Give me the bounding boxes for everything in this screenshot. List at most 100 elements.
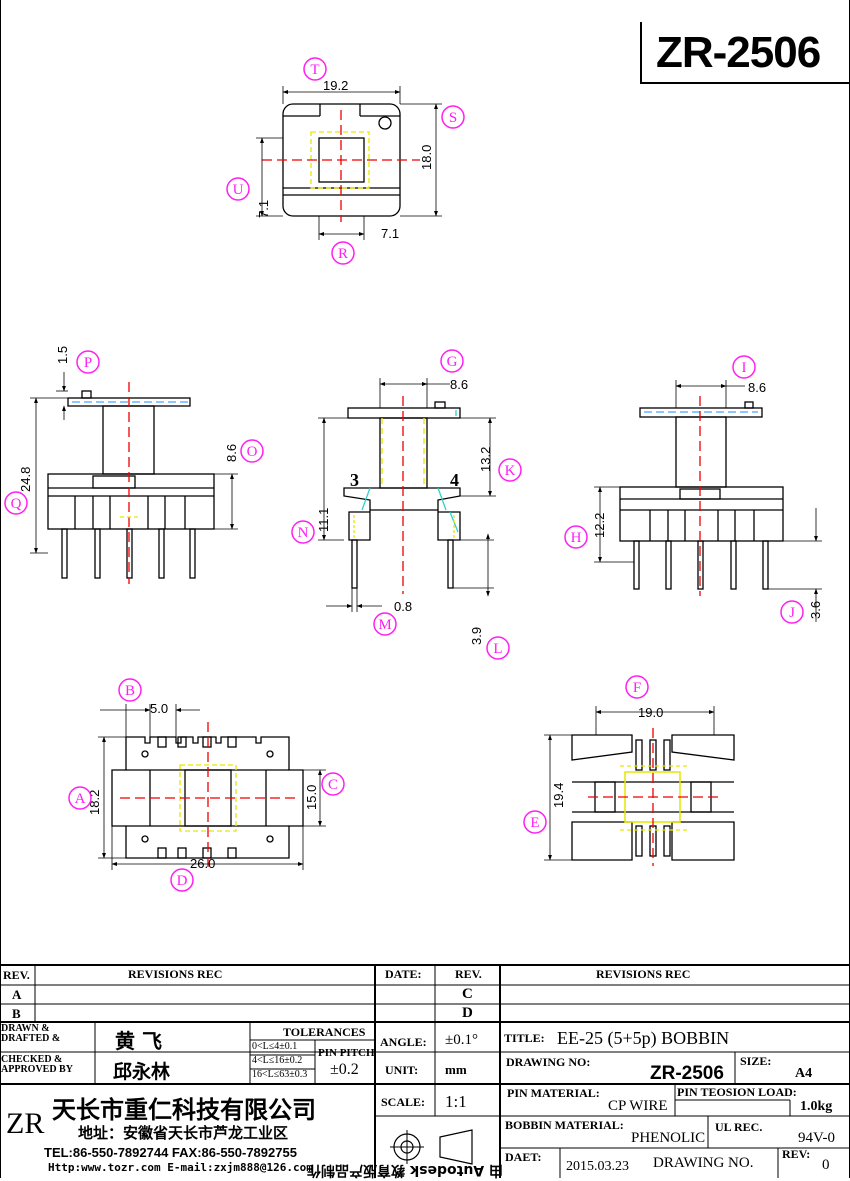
callout-O: O (240, 439, 264, 463)
rev-value-d: D (462, 1005, 473, 1021)
dim-front-body: 8.6 (224, 444, 239, 462)
dim-bottom-pitch: 5.0 (150, 701, 168, 716)
dim-section-wall: 0.8 (394, 599, 412, 614)
pin-label-3: 3 (350, 470, 359, 490)
rev-row-a: A (12, 987, 22, 1002)
callout-U: U (226, 177, 250, 201)
rev-label-2: REV: (782, 1147, 811, 1161)
unit-label: UNIT: (385, 1063, 419, 1077)
dim-bottom-width: 26.0 (190, 856, 215, 871)
svg-text:P: P (84, 355, 92, 371)
front-view: 1.5 24.8 8.6 (18, 346, 239, 584)
pin-material-label: PIN MATERIAL: (507, 1086, 600, 1100)
title-block: REV. REVISIONS REC DATE: REV. REVISIONS … (0, 965, 850, 1178)
dim-side-height: 12.2 (592, 513, 607, 538)
part-number: ZR-2506 (656, 28, 821, 77)
dim-section-pin: 3.9 (469, 627, 484, 645)
size-value: A4 (795, 1066, 813, 1081)
dim-bottom-inner: 15.0 (304, 785, 319, 810)
drawn-label-2: DRAFTED & (1, 1033, 61, 1044)
pin-load-label: PIN TEOSION LOAD: (677, 1085, 797, 1099)
svg-text:J: J (789, 605, 795, 621)
svg-text:D: D (177, 873, 188, 889)
dim-top-offset-h: 7.1 (381, 226, 399, 241)
svg-text:Q: Q (11, 496, 22, 512)
callout-N: N (291, 520, 315, 544)
autodesk-watermark: 由 Autodesk 教育版产品制作 (307, 1162, 504, 1178)
callout-E: E (523, 810, 547, 834)
rev-value-c: C (462, 986, 473, 1002)
callout-F: F (625, 675, 649, 699)
bobbin-material-label: BOBBIN MATERIAL: (505, 1118, 624, 1132)
rev-row-b: B (12, 1006, 21, 1021)
dim-alt-width: 19.0 (638, 705, 663, 720)
pin-load-value: 1.0kg (800, 1099, 833, 1114)
pin-pitch-label: PIN PITCH (318, 1047, 375, 1059)
dim-section-core: 8.6 (450, 377, 468, 392)
svg-text:B: B (125, 683, 135, 699)
callout-H: H (564, 525, 588, 549)
alt-view: 19.0 19.4 (544, 705, 735, 866)
svg-text:A: A (75, 791, 86, 807)
revisions-rec-right: REVISIONS REC (596, 967, 691, 981)
pin-material-value: CP WIRE (608, 1098, 668, 1114)
svg-text:R: R (338, 246, 348, 262)
checked-label-2: APPROVED BY (1, 1064, 73, 1075)
pin-pitch-value: ±0.2 (330, 1061, 359, 1078)
dim-top-offset-v: 7.1 (256, 200, 271, 218)
dim-top-width: 19.2 (323, 78, 348, 93)
callout-L: L (486, 636, 510, 660)
revisions-rec-left: REVISIONS REC (128, 967, 223, 981)
callout-J: J (780, 600, 804, 624)
svg-text:T: T (310, 62, 319, 78)
tolerance-3: 16<L≤63±0.3 (252, 1069, 308, 1080)
title-label: TITLE: (504, 1031, 545, 1045)
callout-bubbles: T S U R P O Q G K N M L I H J B A C D F … (4, 57, 804, 892)
company-web: Http:www.tozr.com E-mail:zxjm888@126.com (48, 1161, 313, 1174)
dim-section-height: 11.1 (316, 508, 331, 532)
svg-text:U: U (233, 182, 244, 198)
drawn-name: 黄 飞 (115, 1029, 162, 1053)
size-label: SIZE: (740, 1054, 772, 1068)
callout-P: P (76, 350, 100, 374)
callout-I: I (732, 355, 756, 379)
callout-K: K (498, 458, 522, 482)
section-view: 8.6 13.2 11.1 0.8 3.9 3 4 (316, 377, 496, 645)
svg-text:N: N (298, 525, 309, 541)
tolerance-2: 4<L≤16±0.2 (252, 1055, 303, 1066)
drawing-no-value: ZR-2506 (650, 1063, 724, 1084)
ul-value: 94V-0 (798, 1130, 835, 1146)
drawing-no-label: DRAWING NO: (506, 1055, 591, 1069)
dim-top-height: 18.0 (419, 145, 434, 170)
tolerances-label: TOLERANCES (283, 1025, 366, 1039)
bobbin-material-value: PHENOLIC (631, 1130, 706, 1146)
unit-value: mm (445, 1062, 467, 1077)
rev-col-header: REV. (455, 967, 482, 981)
callout-M: M (373, 612, 397, 636)
callout-R: R (331, 241, 355, 265)
svg-text:M: M (378, 617, 391, 633)
company-address: 地址：安徽省天长市芦龙工业区 (78, 1124, 289, 1142)
drawn-label-1: DRAWN & (1, 1023, 50, 1034)
callout-G: G (440, 349, 464, 373)
callout-S: S (441, 105, 465, 129)
date-header: DATE: (385, 967, 422, 981)
svg-text:L: L (493, 641, 502, 657)
svg-text:C: C (328, 777, 338, 793)
part-number-box: ZR-2506 (640, 22, 850, 84)
bottom-view: 5.0 18.2 15.0 26.0 (87, 701, 326, 871)
tolerance-1: 0<L≤4±0.1 (252, 1041, 298, 1052)
title-block-grid (0, 964, 850, 1178)
callout-B: B (118, 678, 142, 702)
svg-text:E: E (530, 815, 539, 831)
title-value: EE-25 (5+5p) BOBBIN (557, 1028, 730, 1048)
drawing-no-2: DRAWING NO. (653, 1155, 754, 1171)
top-view: 19.2 18.0 7.1 7.1 (256, 78, 442, 241)
svg-text:F: F (633, 680, 641, 696)
date-label: DAET: (505, 1150, 542, 1164)
svg-text:H: H (571, 530, 582, 546)
checked-name: 邱永林 (113, 1061, 171, 1083)
scale-value: 1:1 (445, 1092, 467, 1111)
dim-side-pin: 3.6 (808, 601, 823, 619)
